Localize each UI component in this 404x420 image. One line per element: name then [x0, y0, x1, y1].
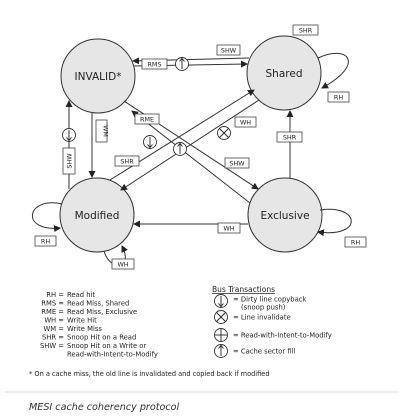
bus-dirty-copyback-sublabel: (snoop push): [241, 304, 286, 312]
edge-label-rme: RME: [134, 113, 160, 125]
svg-text:SHR: SHR: [283, 134, 297, 142]
svg-text:SHR: SHR: [299, 27, 313, 35]
svg-text:RME: RME: [140, 116, 154, 124]
abbr-value: Write Miss: [67, 325, 102, 333]
svg-text:RH: RH: [351, 239, 360, 247]
abbr-value: Snoop Hit on a Write or: [67, 342, 146, 350]
edge-label-wh-mid: WH: [234, 116, 257, 128]
bus-rwitm-label: = Read-with-Intent-to-Modify: [233, 332, 332, 340]
arrow-down-circle-icon: [214, 294, 228, 308]
edge-shared-self: [317, 53, 349, 89]
edge-label-wh-modified-self: WH: [111, 258, 135, 270]
svg-text:RH: RH: [41, 238, 50, 246]
x-circle-icon: [214, 310, 228, 324]
abbr-value: Read Miss, Exclusive: [67, 308, 137, 316]
edge-label-wm: WM: [95, 119, 110, 143]
state-invalid-label: INVALID*: [75, 71, 122, 83]
svg-text:WH: WH: [240, 119, 251, 127]
arrow-up-circle-icon: [214, 344, 228, 358]
edge-label-shw-top: SHW: [216, 44, 241, 56]
abbreviation-legend: RH = Read hit RMS = Read Miss, Shared RM…: [40, 291, 158, 359]
edge-label-shw-mid: SHW: [224, 157, 250, 169]
edge-label-rh-shared-self: RH: [327, 91, 350, 103]
edge-label-rh-exclusive-self: RH: [344, 236, 367, 248]
edge-label-shw-left: SHW: [62, 147, 76, 175]
edge-shared-to-modified: [120, 99, 260, 191]
svg-text:WH: WH: [117, 261, 128, 269]
edge-label-wh-bottom: WH: [217, 222, 241, 234]
state-shared-label: Shared: [266, 68, 303, 80]
plus-circle-icon: [214, 328, 228, 342]
edge-label-rms: RMS: [141, 58, 168, 70]
edge-symbol-cache-sector-fill-mid: [173, 142, 187, 156]
bus-dirty-copyback-label: = Dirty line copyback: [233, 296, 306, 304]
edge-label-shr-mid: SHR: [114, 155, 140, 167]
edge-modified-self-left: [31, 202, 63, 233]
state-modified: Modified: [59, 177, 135, 253]
svg-text:WM: WM: [102, 125, 110, 137]
svg-text:RMS: RMS: [147, 61, 161, 69]
abbr-key: WH =: [44, 317, 64, 325]
state-modified-label: Modified: [75, 210, 120, 222]
edge-exclusive-self: [317, 208, 352, 237]
svg-text:WH: WH: [223, 225, 234, 233]
state-exclusive: Exclusive: [247, 177, 323, 253]
edge-symbol-line-invalidate: [217, 126, 231, 140]
abbr-value: Write Hit: [67, 317, 97, 325]
svg-text:SHW: SHW: [221, 47, 237, 55]
svg-text:SHR: SHR: [120, 158, 134, 166]
edge-label-rh-modified-self: RH: [34, 235, 57, 247]
footnote: * On a cache miss, the old line is inval…: [29, 370, 270, 378]
bus-transactions-title: Bus Transactions: [212, 285, 275, 294]
edge-label-shr-shared-self: SHR: [292, 24, 319, 36]
abbr-value: Read hit: [67, 291, 95, 299]
svg-text:SHW: SHW: [229, 160, 245, 168]
state-shared: Shared: [246, 35, 322, 111]
svg-text:SHW: SHW: [66, 153, 74, 169]
edge-label-shr-right: SHR: [276, 131, 303, 143]
abbr-key: RMS =: [41, 300, 64, 308]
bus-cache-sector-fill-label: = Cache sector fill: [233, 348, 296, 356]
edge-exclusive-to-invalid: [131, 110, 251, 204]
abbr-key: SHW =: [40, 342, 64, 350]
abbr-value: Snoop Hit on a Read: [67, 334, 136, 342]
abbr-key: WM =: [44, 325, 64, 333]
abbr-value: Read Miss, Shared: [67, 300, 129, 308]
abbr-key: RH =: [46, 291, 64, 299]
bus-line-invalidate-label: = Line invalidate: [233, 314, 291, 322]
svg-text:RH: RH: [334, 94, 343, 102]
state-exclusive-label: Exclusive: [260, 210, 309, 222]
abbr-key: SHR =: [42, 334, 64, 342]
edge-symbol-cache-sector-fill-top: [175, 57, 189, 71]
edge-symbol-dirty-copyback-mid: [143, 135, 157, 149]
bus-transactions-legend: Bus Transactions = Dirty line copyback (…: [212, 285, 332, 358]
abbr-value: Read-with-Intent-to-Modify: [67, 351, 158, 359]
state-invalid: INVALID*: [60, 38, 136, 114]
edge-symbol-dirty-copyback-left: [62, 128, 76, 142]
abbr-key: RME =: [41, 308, 64, 316]
caption: MESI cache coherency protocol: [29, 402, 180, 413]
